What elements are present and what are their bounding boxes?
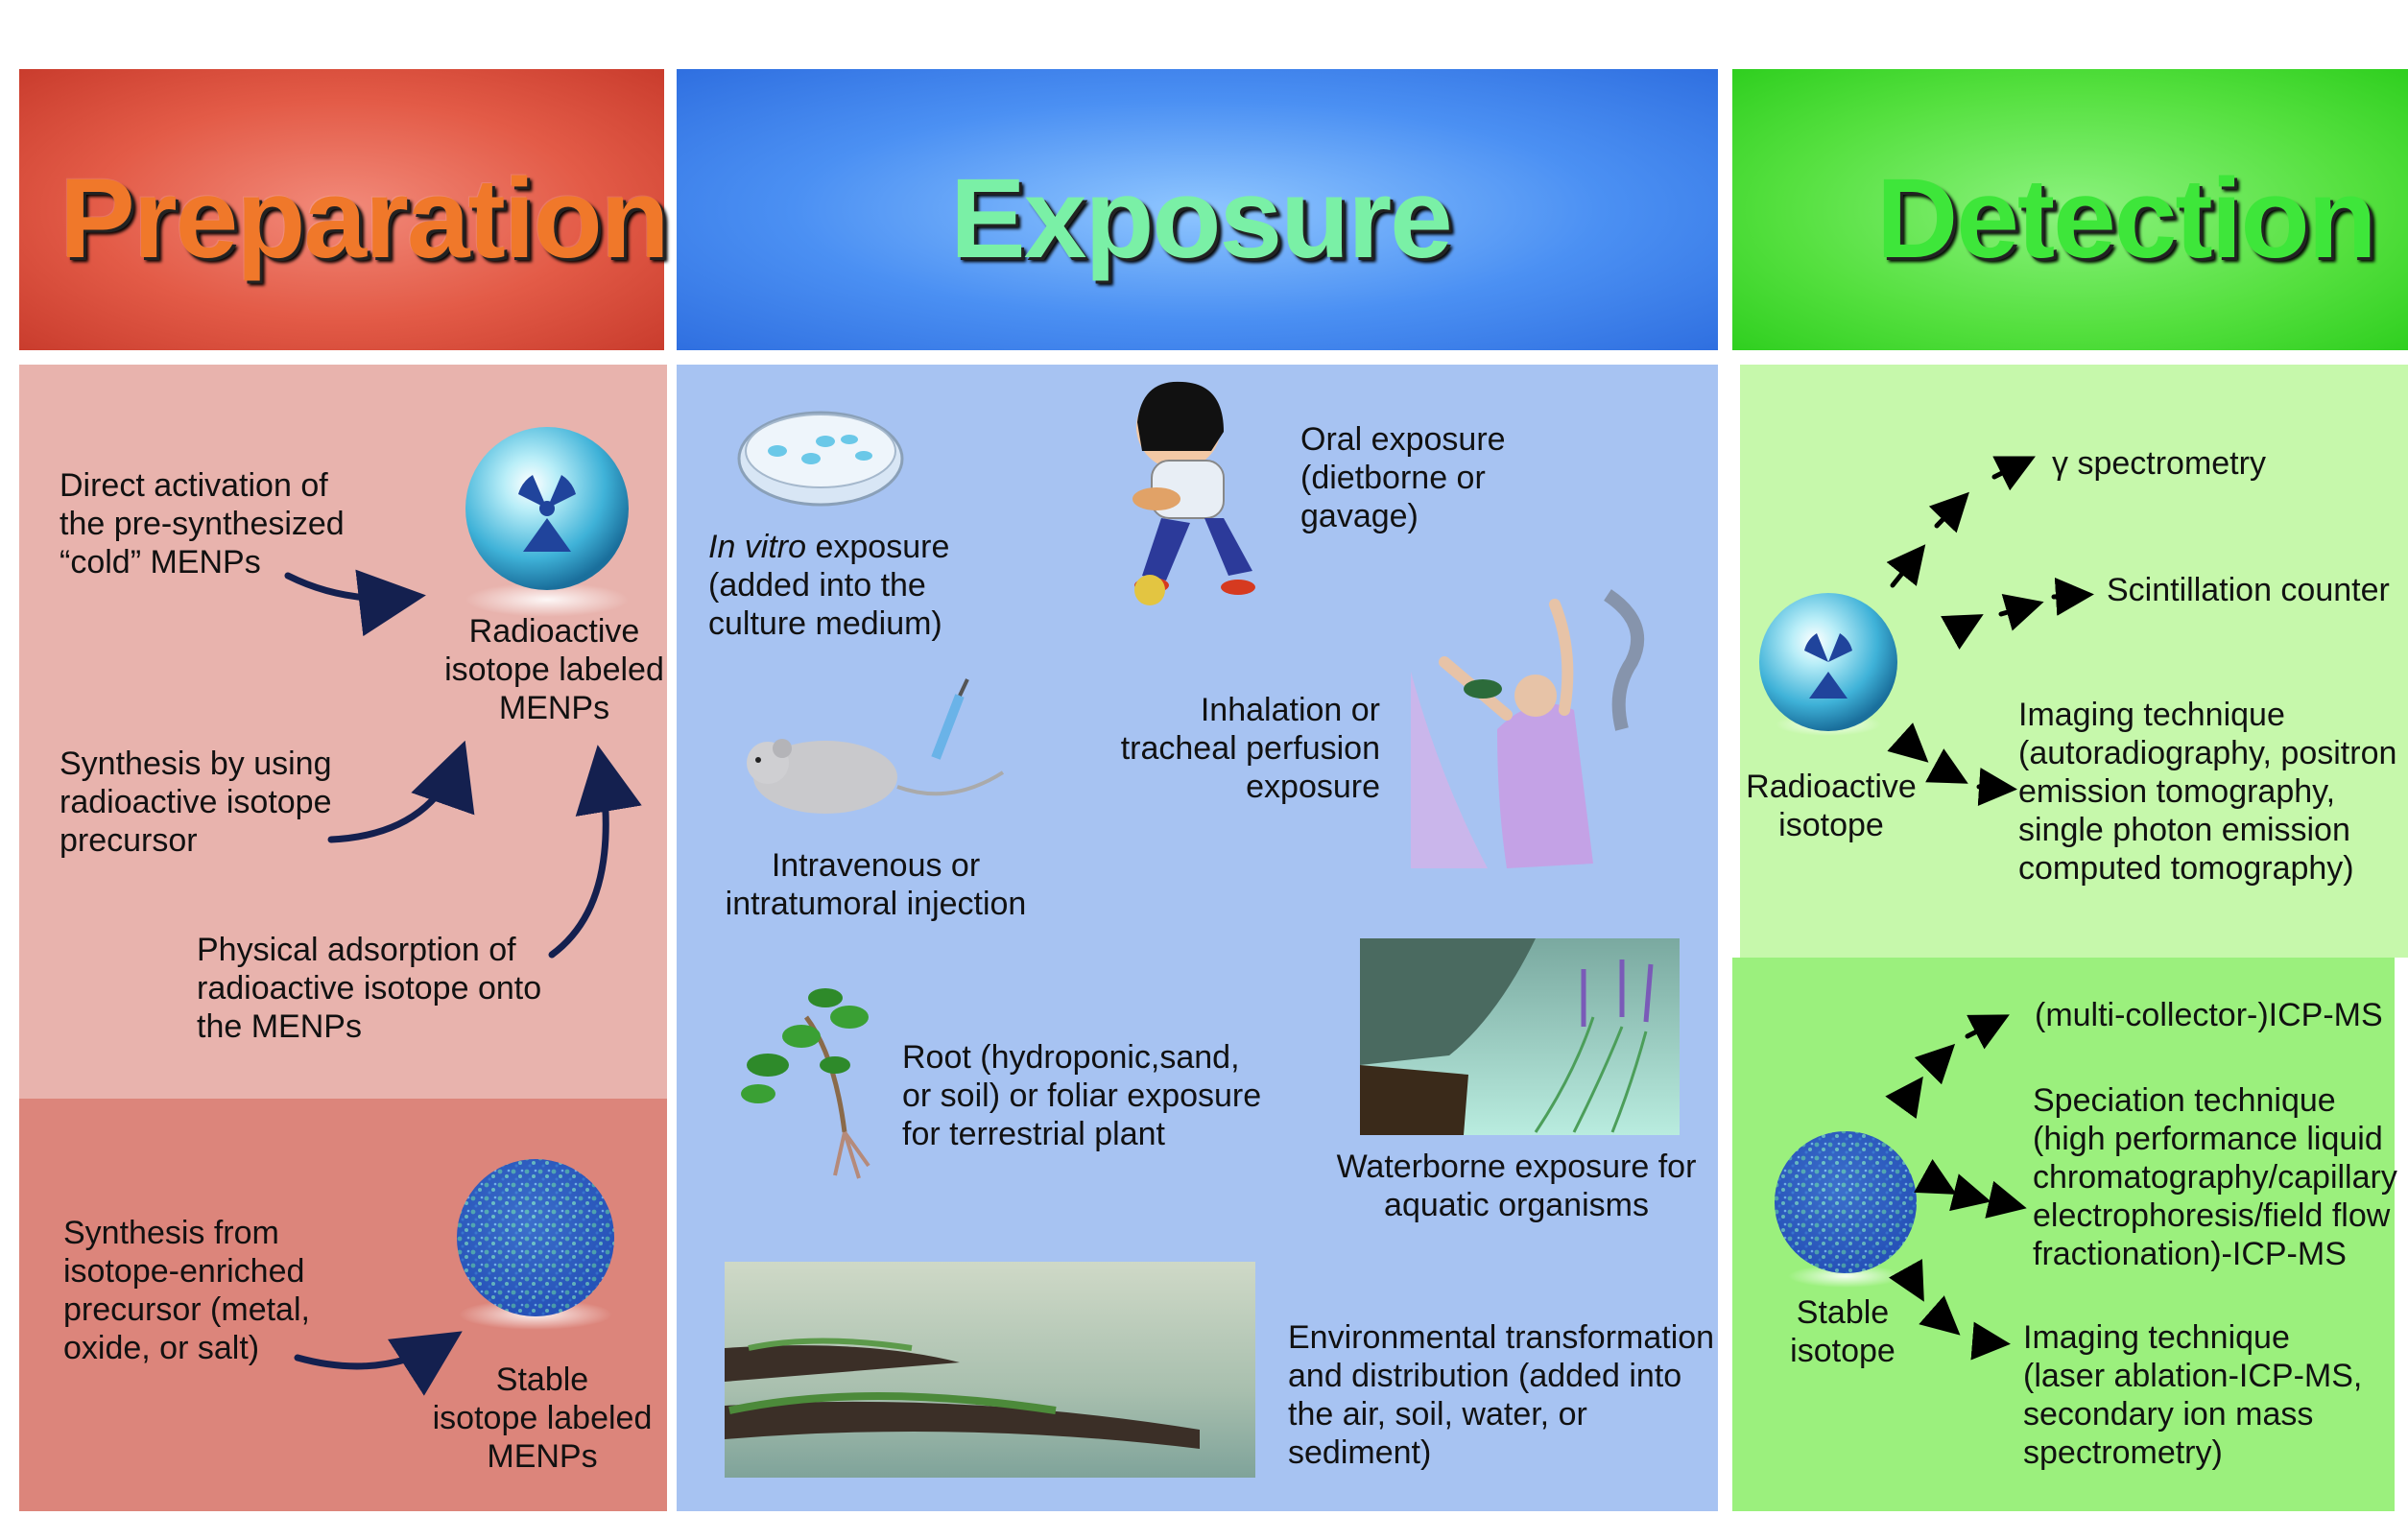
- stable-imaging-technique-text: Imaging technique (laser ablation-ICP-MS…: [2023, 1319, 2363, 1471]
- detection-arrows: [1885, 456, 2094, 1361]
- intravenous-injection-text: Intravenous or intratumoral injection: [725, 847, 1027, 922]
- radioactive-labeled-menps-label: Radioactive isotope labeled MENPs: [444, 613, 664, 726]
- terrestrial-plant-icon: [741, 988, 870, 1179]
- physical-adsorption-text: Physical adsorption of radioactive isoto…: [197, 932, 542, 1045]
- synthesis-precursor-text: Synthesis by using radioactive isotope p…: [60, 746, 332, 859]
- oral-exposure-text: Oral exposure (dietborne or gavage): [1300, 421, 1506, 534]
- stable-sphere-icon: [457, 1159, 614, 1330]
- environmental-transformation-text: Environmental transformation and distrib…: [1288, 1319, 1715, 1471]
- detection-stable-sphere-icon: [1775, 1131, 1917, 1288]
- exposure-header: [677, 69, 1718, 350]
- speciation-technique-text: Speciation technique (high performance l…: [2033, 1082, 2397, 1272]
- root-foliar-exposure-text: Root (hydroponic,sand, or soil) or folia…: [902, 1039, 1262, 1152]
- waterborne-exposure-text: Waterborne exposure for aquatic organism…: [1336, 1149, 1697, 1223]
- environment-scene-icon: [725, 1262, 1255, 1478]
- gamma-spectrometry-text: γ spectrometry: [2052, 445, 2266, 482]
- petri-dish-icon: [737, 411, 904, 507]
- woman-inhalation-icon: [1411, 589, 1645, 868]
- radio-imaging-technique-text: Imaging technique (autoradiography, posi…: [2018, 697, 2397, 887]
- stable-isotope-label: Stable isotope: [1790, 1294, 1895, 1369]
- stable-labeled-menps-label: Stable isotope labeled MENPs: [432, 1362, 653, 1475]
- inhalation-exposure-text: Inhalation or tracheal perfusion exposur…: [1120, 692, 1380, 805]
- detection-radioactive-sphere-icon: [1759, 593, 1897, 736]
- exposure-title: Exposure: [950, 155, 1453, 282]
- aquatic-scene-icon: [1360, 938, 1680, 1135]
- mouse-injection-icon: [747, 678, 1005, 814]
- radioactive-isotope-label: Radioactive isotope: [1746, 769, 1917, 843]
- in-vitro-exposure-text: In vitro exposure (added into the cultur…: [708, 529, 950, 642]
- preparation-header: [19, 69, 664, 350]
- icp-ms-text: (multi-collector-)ICP-MS: [2035, 997, 2383, 1033]
- radioactive-sphere-icon: [465, 427, 629, 617]
- child-oral-exposure-icon: [1132, 381, 1255, 605]
- scintillation-counter-text: Scintillation counter: [2107, 572, 2390, 608]
- preparation-arrows: [284, 569, 642, 1396]
- detection-header: [1732, 69, 2408, 350]
- synthesis-enriched-text: Synthesis from isotope-enriched precurso…: [63, 1215, 310, 1366]
- direct-activation-text: Direct activation of the pre-synthesized…: [60, 467, 345, 580]
- preparation-title: Preparation: [60, 155, 670, 282]
- detection-title: Detection: [1876, 155, 2377, 282]
